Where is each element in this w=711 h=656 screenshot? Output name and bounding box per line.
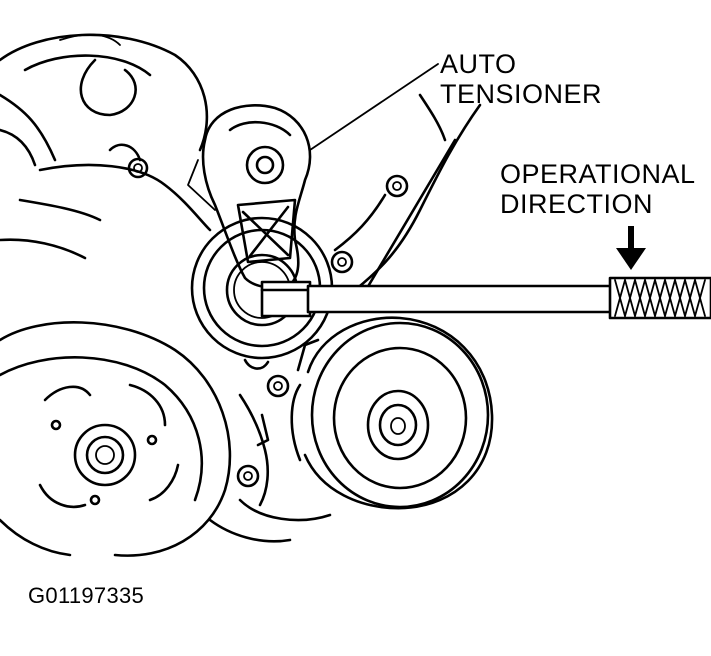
direction-arrow-icon (616, 226, 646, 270)
auto-tensioner-label-line2: TENSIONER (440, 79, 603, 109)
socket-wrench (260, 276, 711, 320)
wrench-grip-knurling (614, 279, 706, 317)
auto-tensioner-label-line1: AUTO (440, 49, 517, 79)
upper-left-pulley (0, 33, 209, 167)
compressor-bracket (208, 358, 332, 543)
leader-lines (309, 63, 439, 151)
auto-tensioner (187, 104, 312, 289)
figure-code: G01197335 (28, 583, 145, 608)
operational-direction-label-line2: DIRECTION (500, 189, 653, 219)
compressor-pulley (290, 316, 494, 510)
operational-direction-label-line1: OPERATIONAL (500, 159, 696, 189)
engine-block-outline (0, 93, 482, 302)
crankshaft-pulley (0, 321, 232, 557)
